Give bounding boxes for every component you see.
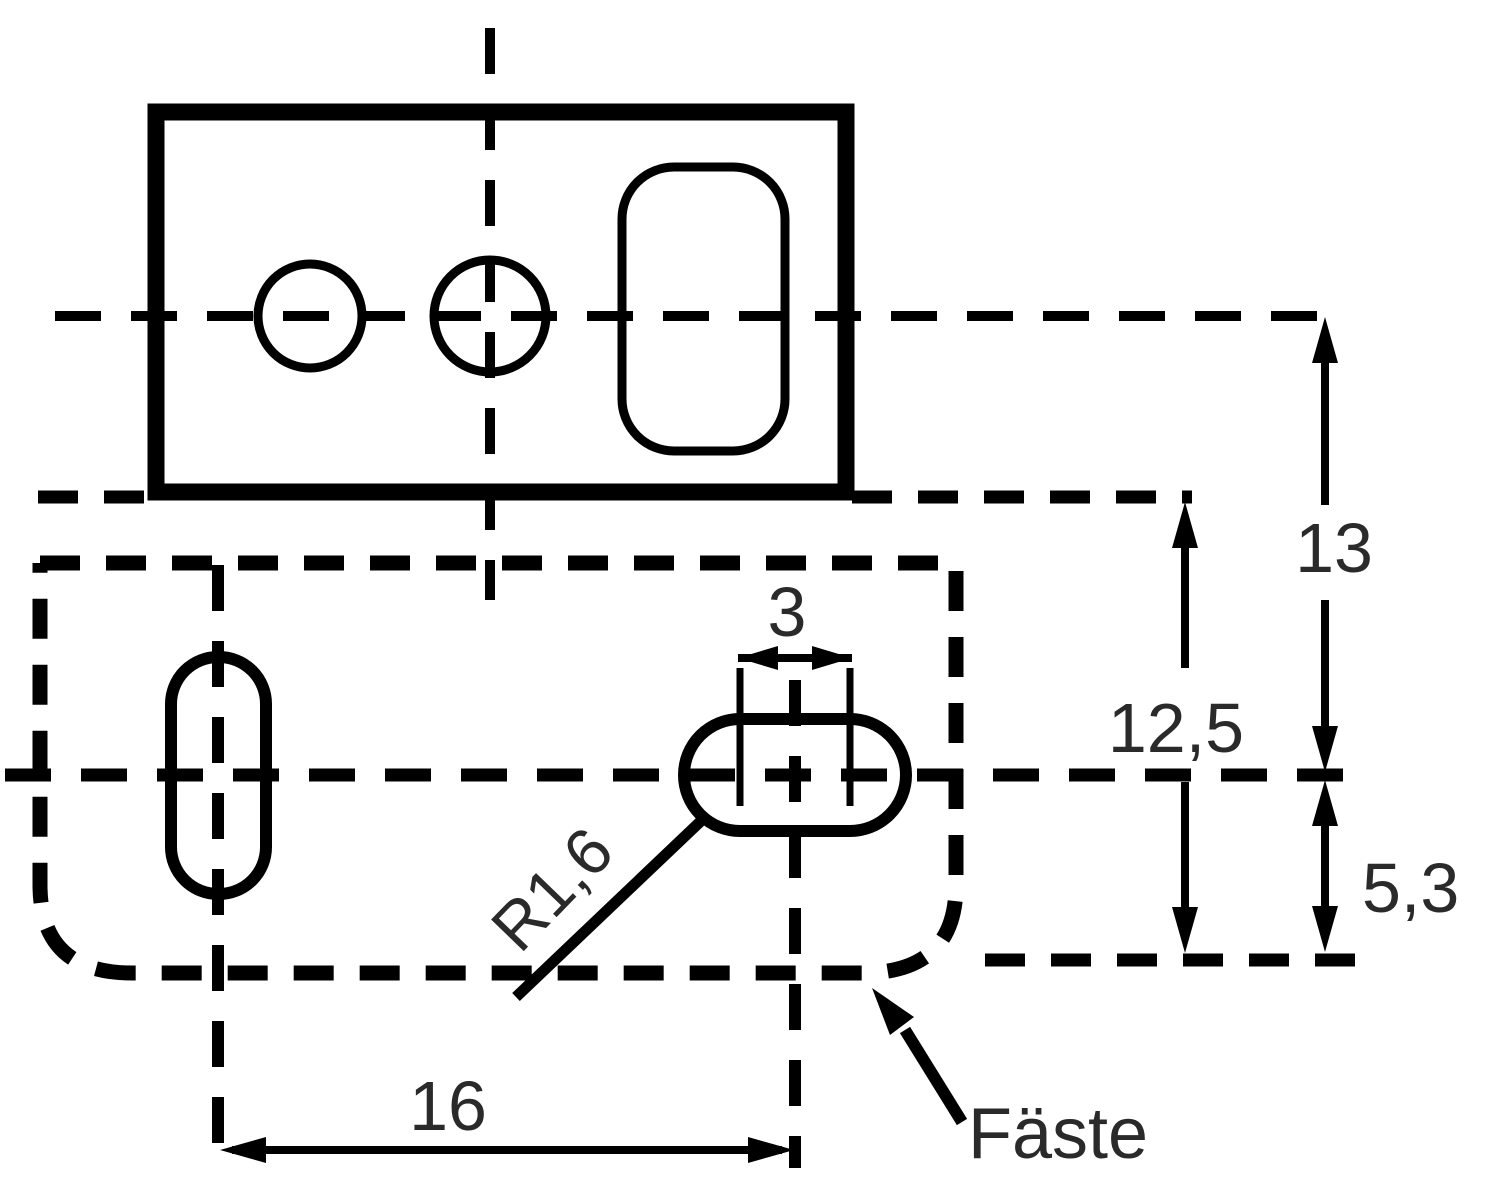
dim-12-5-arrow-down-icon (1172, 907, 1198, 953)
bottom-view-outline (32, 555, 964, 981)
dim-16-arrow-left-icon (220, 1137, 266, 1163)
dim-12-5-arrow-up-icon (1172, 502, 1198, 548)
dim-16-label: 16 (409, 1067, 487, 1145)
horizontal-oval-slot (678, 713, 912, 837)
dim-5-3-label: 5,3 (1362, 849, 1459, 927)
centerlines (5, 28, 1360, 1168)
dim-13-arrow-up-icon (1312, 317, 1338, 363)
dim-3-arrow-left-icon (738, 646, 778, 670)
part-leader-line (899, 1026, 968, 1126)
dimension-12-5: 12,5 (1108, 502, 1244, 953)
dim-5-3-arrow-up-icon (1312, 780, 1338, 826)
dim-3-label: 3 (768, 573, 807, 651)
dim-13-arrow-down-icon (1312, 726, 1338, 772)
dim-12-5-label: 12,5 (1108, 689, 1244, 767)
front-view-outline (147, 103, 855, 501)
bottom-view (32, 555, 964, 981)
part-callout: Fäste (872, 988, 1148, 1174)
dimension-5-3: 5,3 (1312, 780, 1459, 952)
dimension-16: 16 (220, 1067, 794, 1163)
dim-16-arrow-right-icon (748, 1137, 794, 1163)
dim-13-label: 13 (1295, 509, 1373, 587)
dim-3-arrow-right-icon (812, 646, 852, 670)
dimension-3: 3 (738, 573, 852, 670)
front-view (147, 103, 855, 501)
radius-label: R1,6 (477, 813, 627, 965)
dimension-13: 13 (1295, 317, 1373, 772)
vertical-oval-slot (165, 651, 272, 900)
dim-5-3-arrow-down-icon (1312, 906, 1338, 952)
front-view-slot (617, 162, 790, 456)
part-arrow-icon (872, 988, 914, 1035)
part-label: Fäste (968, 1094, 1148, 1174)
radius-leader-line (512, 816, 706, 1001)
